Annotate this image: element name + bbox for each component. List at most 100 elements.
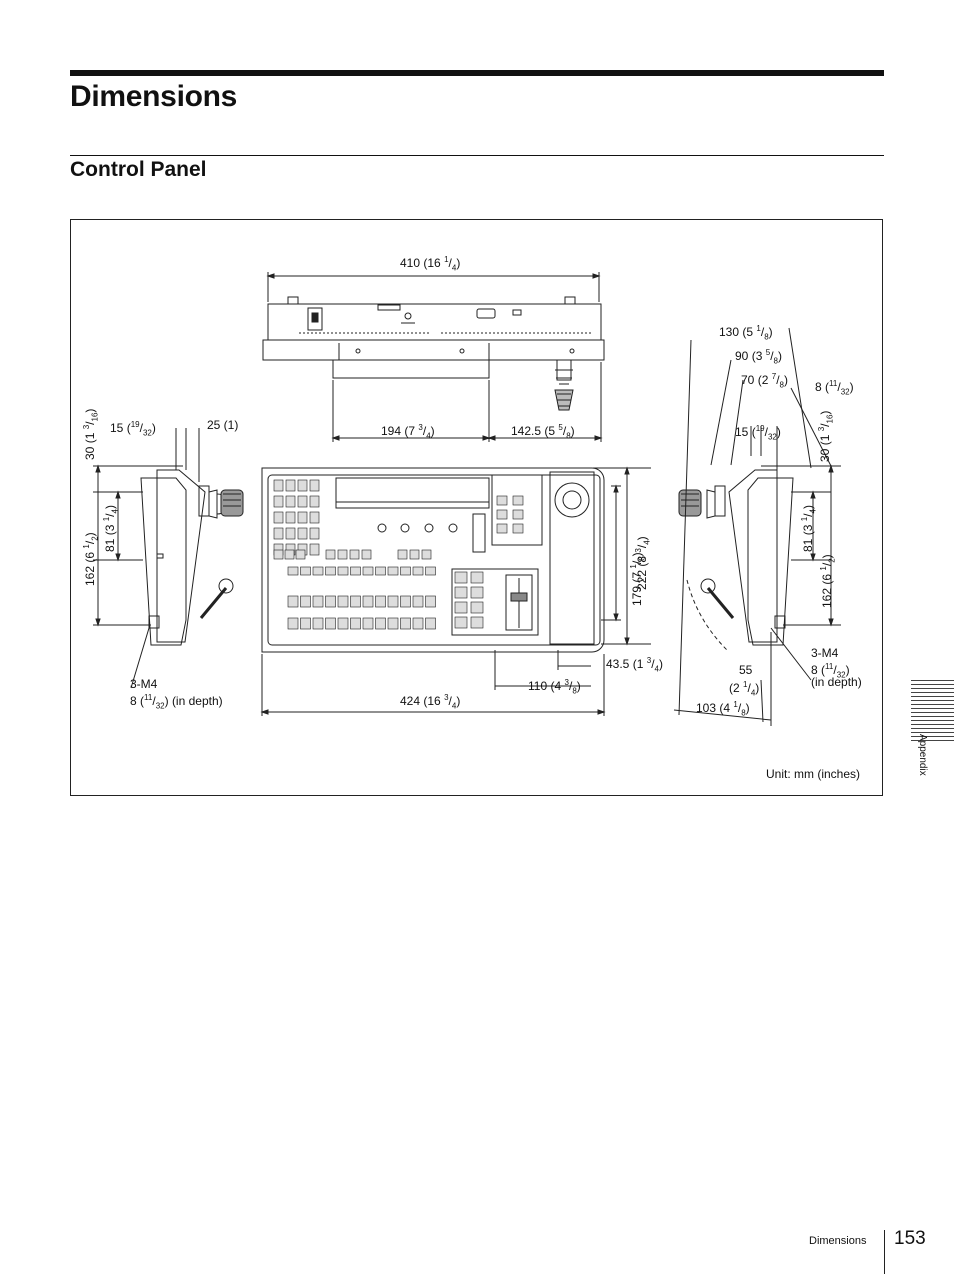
panel-button bbox=[287, 595, 299, 608]
panel-button bbox=[287, 566, 299, 576]
top-view bbox=[262, 296, 605, 411]
panel-button bbox=[350, 595, 361, 608]
panel-button bbox=[421, 549, 432, 560]
footer-divider bbox=[884, 1230, 885, 1274]
panel-button bbox=[273, 479, 284, 492]
panel-button bbox=[350, 617, 361, 630]
dim-left-81: 81 (3 1/4) bbox=[102, 505, 120, 552]
panel-button bbox=[350, 566, 361, 576]
dim-left-162: 162 (6 1/2) bbox=[82, 532, 100, 586]
panel-button bbox=[295, 549, 306, 560]
dim-right-m4-depth: (in depth) bbox=[811, 675, 862, 689]
panel-button bbox=[309, 527, 320, 540]
panel-button bbox=[387, 595, 399, 608]
dim-left-25: 25 (1) bbox=[207, 418, 239, 432]
panel-button bbox=[300, 566, 311, 576]
panel-button bbox=[412, 617, 424, 630]
panel-button bbox=[496, 523, 508, 534]
panel-button bbox=[470, 601, 484, 614]
panel-button bbox=[454, 586, 468, 599]
panel-button bbox=[273, 549, 284, 560]
dim-right-m4: 3-M4 bbox=[811, 646, 839, 660]
panel-button bbox=[387, 617, 399, 630]
panel-button bbox=[273, 495, 284, 508]
dim-left-m4-depth: 8 (11/32) (in depth) bbox=[130, 693, 223, 711]
dim-142-5: 142.5 (5 5/8) bbox=[511, 423, 575, 441]
panel-button bbox=[325, 549, 336, 560]
dim-222-label: 222 (8 3/4) bbox=[634, 536, 652, 590]
dim-right-103: 103 (4 1/8) bbox=[696, 700, 750, 718]
page-title: Dimensions bbox=[70, 80, 238, 113]
panel-button bbox=[362, 617, 374, 630]
dim-194: 194 (7 3/4) bbox=[381, 423, 435, 441]
panel-button bbox=[285, 527, 296, 540]
front-view bbox=[261, 467, 605, 653]
panel-button bbox=[309, 543, 320, 556]
panel-button bbox=[325, 595, 336, 608]
panel-button bbox=[361, 549, 372, 560]
panel-button bbox=[425, 566, 436, 576]
panel-button bbox=[297, 527, 308, 540]
dim-right-90: 90 (3 5/8) bbox=[735, 348, 782, 366]
panel-button bbox=[337, 595, 349, 608]
panel-button bbox=[470, 586, 484, 599]
panel-button bbox=[496, 509, 508, 520]
panel-button bbox=[309, 495, 320, 508]
panel-button bbox=[412, 595, 424, 608]
panel-button bbox=[312, 617, 324, 630]
dim-left-30: 30 (1 3/16) bbox=[82, 408, 100, 460]
panel-button bbox=[375, 617, 386, 630]
dim-right-30: 30 (1 3/16) bbox=[817, 410, 835, 462]
panel-button bbox=[312, 566, 324, 576]
panel-button bbox=[425, 617, 436, 630]
panel-button bbox=[512, 495, 524, 506]
panel-button bbox=[285, 511, 296, 524]
panel-button bbox=[287, 617, 299, 630]
panel-button bbox=[312, 595, 324, 608]
section-heading: Control Panel bbox=[70, 158, 207, 181]
front-button-grid bbox=[273, 479, 524, 630]
dim-424: 424 (16 3/4) bbox=[400, 693, 461, 711]
panel-button bbox=[409, 549, 420, 560]
dim-right-81: 81 (3 1/4) bbox=[800, 505, 818, 552]
panel-button bbox=[512, 523, 524, 534]
dim-left-15: 15 (19/32) bbox=[110, 420, 156, 438]
dim-43-5: 43.5 (1 3/4) bbox=[606, 656, 663, 674]
panel-button bbox=[297, 479, 308, 492]
panel-button bbox=[470, 571, 484, 584]
panel-button bbox=[454, 571, 468, 584]
dim-right-162: 162 (6 1/2) bbox=[819, 554, 837, 608]
panel-button bbox=[325, 566, 336, 576]
dim-410: 410 (16 1/4) bbox=[400, 255, 461, 273]
dimension-drawing bbox=[93, 272, 841, 726]
panel-button bbox=[362, 595, 374, 608]
panel-button bbox=[454, 601, 468, 614]
panel-button bbox=[496, 495, 508, 506]
appendix-tab-marker bbox=[911, 680, 954, 744]
title-bar bbox=[70, 70, 884, 76]
appendix-tab-label: Appendix bbox=[917, 734, 928, 776]
panel-button bbox=[273, 527, 284, 540]
panel-button bbox=[425, 595, 436, 608]
panel-button bbox=[337, 549, 348, 560]
panel-button bbox=[470, 616, 484, 629]
panel-button bbox=[454, 616, 468, 629]
panel-button bbox=[285, 479, 296, 492]
panel-button bbox=[325, 617, 336, 630]
dim-110: 110 (4 3/8) bbox=[528, 678, 581, 696]
panel-button bbox=[300, 617, 311, 630]
panel-button bbox=[273, 511, 284, 524]
panel-button bbox=[512, 509, 524, 520]
drawing-frame bbox=[70, 219, 883, 796]
dim-left-m4: 3-M4 bbox=[130, 677, 158, 691]
panel-button bbox=[309, 479, 320, 492]
footer-section: Dimensions bbox=[809, 1235, 867, 1247]
panel-button bbox=[285, 495, 296, 508]
dim-right-55-inch: (2 1/4) bbox=[729, 680, 760, 698]
panel-button bbox=[375, 595, 386, 608]
panel-button bbox=[397, 549, 408, 560]
dim-right-55: 55 bbox=[739, 663, 753, 677]
panel-button bbox=[284, 549, 295, 560]
panel-button bbox=[337, 617, 349, 630]
dim-right-15: 15 (19/32) bbox=[735, 424, 781, 442]
